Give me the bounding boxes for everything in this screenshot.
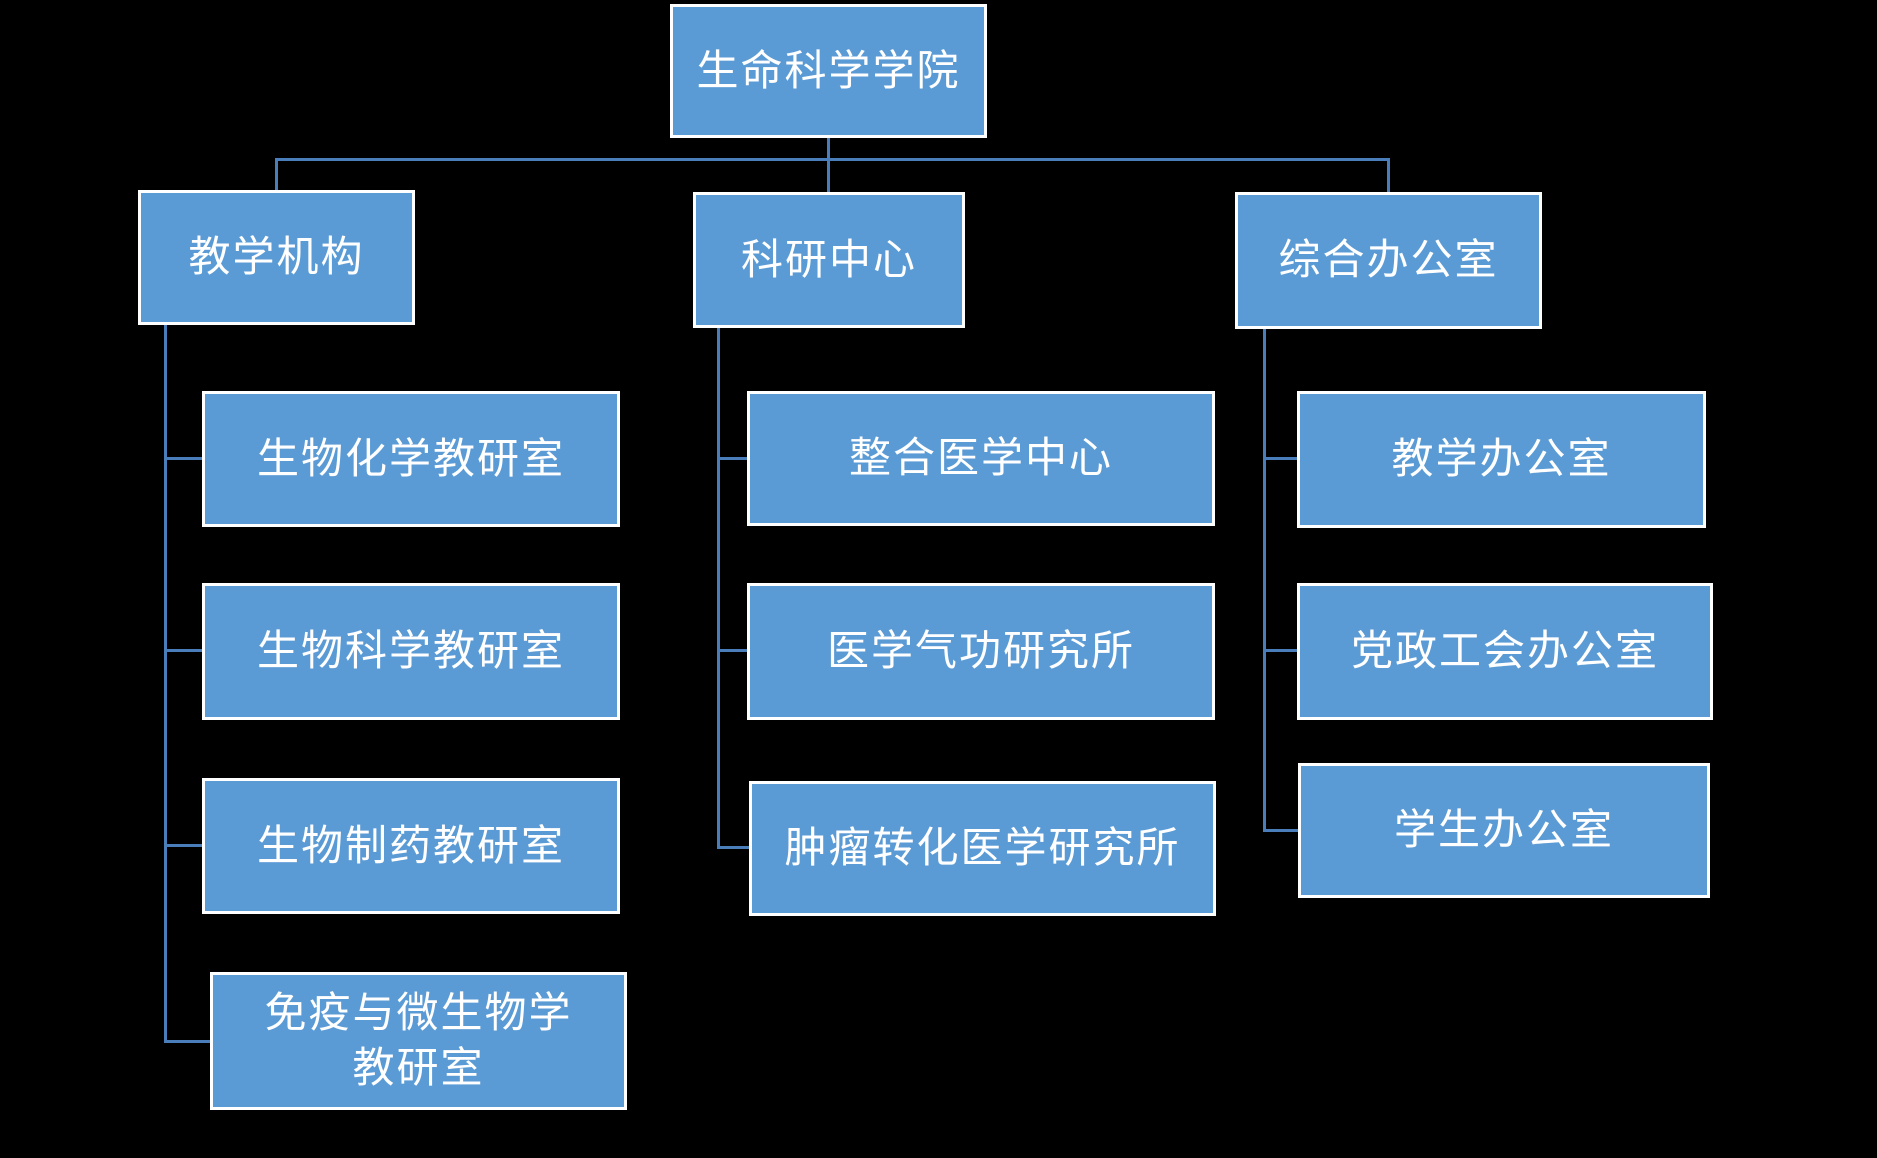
connector-research-stub-2	[717, 649, 750, 652]
node-biochemistry-teaching-office: 生物化学教研室	[202, 391, 620, 527]
connector-research-stub-3	[717, 846, 752, 849]
node-bioscience-teaching-office: 生物科学教研室	[202, 583, 620, 720]
connector-drop-teaching	[275, 158, 278, 192]
node-research-center: 科研中心	[693, 192, 965, 328]
node-teaching-office: 教学办公室	[1297, 391, 1706, 528]
connector-research-stub-1	[717, 457, 750, 460]
connector-drop-research	[827, 158, 830, 194]
connector-general-office-spine	[1263, 329, 1266, 832]
connector-general-office-stub-3	[1263, 829, 1300, 832]
connector-teaching-spine	[164, 325, 167, 1043]
node-student-office: 学生办公室	[1298, 763, 1710, 898]
connector-teaching-stub-3	[164, 844, 204, 847]
node-general-office: 综合办公室	[1235, 192, 1542, 329]
connector-drop-general-office	[1387, 158, 1390, 194]
node-medical-qigong-institute: 医学气功研究所	[747, 583, 1215, 720]
node-teaching-departments: 教学机构	[138, 190, 415, 325]
connector-root-drop	[827, 137, 830, 161]
node-life-sciences-college: 生命科学学院	[670, 4, 987, 138]
connector-general-office-stub-1	[1263, 457, 1300, 460]
node-integrative-medicine-center: 整合医学中心	[747, 391, 1215, 526]
connector-level2-bus	[275, 158, 1390, 161]
node-immunology-microbiology-teaching-office: 免疫与微生物学 教研室	[210, 972, 627, 1110]
connector-general-office-stub-2	[1263, 649, 1300, 652]
node-oncology-translational-medicine-institute: 肿瘤转化医学研究所	[749, 781, 1216, 916]
connector-research-spine	[717, 328, 720, 849]
connector-teaching-stub-1	[164, 457, 204, 460]
node-biopharmaceutical-teaching-office: 生物制药教研室	[202, 778, 620, 914]
connector-teaching-stub-2	[164, 649, 204, 652]
connector-teaching-stub-4	[164, 1040, 212, 1043]
node-party-union-office: 党政工会办公室	[1297, 583, 1713, 720]
